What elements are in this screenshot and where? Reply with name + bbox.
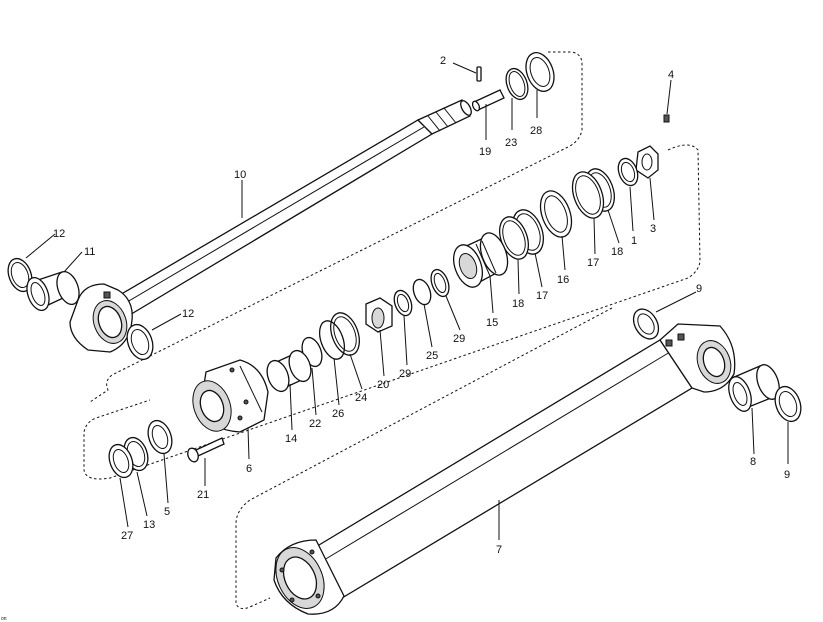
callout-18b: 18 <box>512 298 524 310</box>
callout-21: 21 <box>197 489 209 501</box>
seal-9-upper <box>632 308 660 340</box>
callout-27: 27 <box>121 530 133 542</box>
callout-24: 24 <box>355 392 367 404</box>
callout-12a: 12 <box>53 228 65 240</box>
snap-ring-23 <box>505 67 529 101</box>
callout-22: 22 <box>309 418 321 430</box>
callout-11: 11 <box>84 246 95 258</box>
ring-18b <box>499 216 529 260</box>
cylinder-tube <box>273 323 736 615</box>
callout-14: 14 <box>285 433 297 445</box>
callout-3: 3 <box>650 223 656 235</box>
piston-15 <box>453 232 509 288</box>
rod-group-outline <box>89 51 583 403</box>
pin-19 <box>471 89 505 112</box>
callout-9b: 9 <box>784 469 790 481</box>
seal-28 <box>525 52 555 92</box>
seal-27 <box>108 443 134 479</box>
seal-12-left <box>7 257 33 293</box>
callout-18a: 18 <box>611 246 623 258</box>
ring-25 <box>412 278 432 306</box>
bushing-14 <box>266 349 312 393</box>
seal-26 <box>318 320 346 360</box>
seal-12-right <box>126 323 154 361</box>
callout-7: 7 <box>496 544 502 556</box>
wear-ring-16 <box>539 190 573 238</box>
callout-1: 1 <box>631 235 637 247</box>
callout-20: 20 <box>377 379 389 391</box>
callout-29b: 29 <box>399 368 411 380</box>
cushion-ring-20 <box>365 297 393 333</box>
callout-25: 25 <box>426 350 438 362</box>
seal-9-lower <box>774 385 802 423</box>
callout-10: 10 <box>234 169 246 181</box>
callout-29a: 29 <box>453 333 465 345</box>
callout-17a: 17 <box>587 257 599 269</box>
callout-5: 5 <box>164 506 170 518</box>
callout-8: 8 <box>750 456 756 468</box>
corner-text: on <box>1 616 7 622</box>
callout-26: 26 <box>332 408 344 420</box>
callout-6: 6 <box>246 463 252 475</box>
bushing-11 <box>26 271 80 311</box>
nut-3 <box>635 145 659 179</box>
ring-1 <box>617 157 639 187</box>
bolt-21 <box>187 437 225 463</box>
leader-lines <box>25 62 789 540</box>
seal-17a <box>571 171 605 219</box>
callout-labels: 2 19 23 28 4 1 3 18 17 16 17 18 15 29 25… <box>1 55 790 622</box>
ring-29a <box>430 268 450 298</box>
spring-pin-2 <box>476 66 482 82</box>
callout-16: 16 <box>557 274 569 286</box>
callout-9a: 9 <box>696 283 702 295</box>
callout-15: 15 <box>486 317 498 329</box>
piston-group-outline <box>83 144 701 480</box>
callout-2: 2 <box>440 55 446 67</box>
seal-24 <box>330 312 360 356</box>
callout-23: 23 <box>505 137 517 149</box>
callout-13: 13 <box>143 519 155 531</box>
grease-nipple-4 <box>663 114 670 123</box>
tube-group-outline <box>235 307 613 610</box>
ring-29b <box>393 289 413 317</box>
bushing-8 <box>728 364 780 412</box>
callout-4: 4 <box>668 69 674 81</box>
callout-12b: 12 <box>182 308 194 320</box>
rod-guide-6 <box>192 359 269 433</box>
seal-5 <box>147 419 173 455</box>
piston-rod <box>69 99 472 353</box>
callout-17b: 17 <box>536 290 548 302</box>
callout-19: 19 <box>479 146 491 158</box>
callout-28: 28 <box>530 125 542 137</box>
